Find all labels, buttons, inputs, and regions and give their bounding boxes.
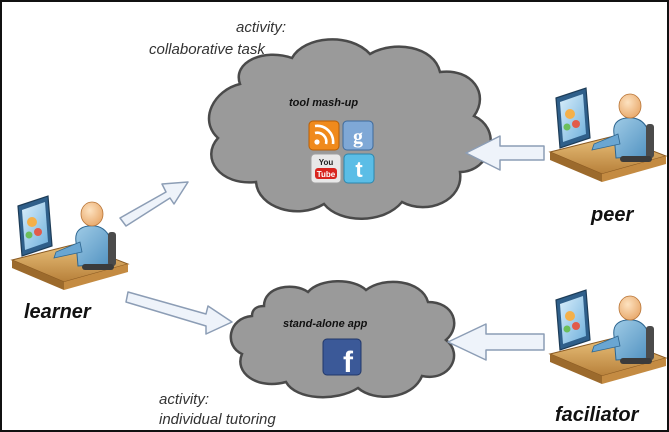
- activity-top-label: activity:: [236, 19, 287, 36]
- standalone-app-title: stand-alone app: [283, 318, 368, 330]
- facebook-letter: f: [343, 346, 354, 379]
- youtube-label-you: You: [319, 158, 334, 167]
- tool-mashup-title: tool mash-up: [289, 97, 359, 109]
- activity-bottom-description: individual tutoring: [159, 411, 276, 428]
- peer-label: peer: [591, 204, 634, 226]
- rss-icon: [308, 120, 340, 151]
- activity-bottom-label: activity:: [159, 391, 210, 408]
- facebook-icon: f: [322, 338, 362, 379]
- youtube-label-tube: Tube: [317, 170, 336, 179]
- youtube-icon: You Tube: [310, 153, 342, 184]
- google-icon: g: [342, 120, 374, 151]
- learner-label: learner: [24, 301, 91, 323]
- twitter-icon: t: [343, 153, 375, 184]
- twitter-letter: t: [355, 157, 363, 182]
- facilitator-label: faciliator: [555, 404, 639, 426]
- learner-figure: [11, 195, 129, 291]
- peer-figure: [549, 87, 667, 183]
- facilitator-figure: [549, 289, 667, 385]
- arrow-learner-to-mashup: [119, 181, 189, 227]
- arrow-facilitator-to-app: [447, 323, 545, 361]
- google-letter: g: [353, 126, 363, 148]
- arrow-learner-to-app: [125, 291, 233, 335]
- activity-top-description: collaborative task: [149, 41, 265, 58]
- arrow-peer-to-mashup: [465, 135, 545, 171]
